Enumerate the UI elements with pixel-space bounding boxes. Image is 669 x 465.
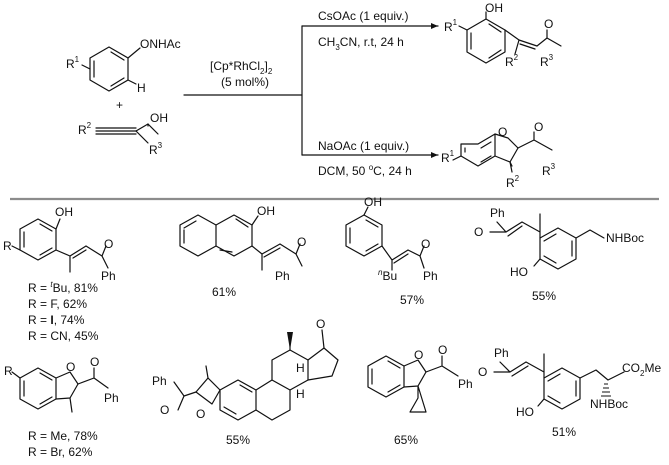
ex3-yield: 57% xyxy=(400,293,424,307)
svg-text:H: H xyxy=(276,0,285,3)
svg-text:DCM, 50 oC, 24 h: DCM, 50 oC, 24 h xyxy=(318,163,412,178)
example-1: OH R O Ph R = tBu, 81% R = F, 62% R = I,… xyxy=(3,205,116,343)
svg-text:Ph: Ph xyxy=(490,206,505,220)
svg-text:Ph: Ph xyxy=(275,269,290,283)
reactant-aryloxyacetamide: ONHAc H R1 xyxy=(66,37,181,95)
svg-text:O: O xyxy=(104,237,113,251)
svg-text:O: O xyxy=(160,403,169,417)
example-8: Ph O CO2Me NHBoc HO 51% xyxy=(478,346,661,439)
label-o: O xyxy=(544,17,553,31)
ex4-yield: 55% xyxy=(532,289,556,303)
svg-text:O: O xyxy=(316,317,325,331)
svg-text:H: H xyxy=(296,361,305,375)
svg-text:R: R xyxy=(3,239,12,253)
product-enone-phenol: OH R1 O R2 R3 xyxy=(444,1,562,69)
example-3: OH O nBu Ph 57% xyxy=(345,195,438,307)
svg-text:Ph: Ph xyxy=(152,374,167,388)
svg-text:O: O xyxy=(414,348,423,362)
svg-text:Ph: Ph xyxy=(494,346,509,360)
svg-text:O: O xyxy=(478,365,487,379)
label-oh: OH xyxy=(485,1,503,15)
svg-text:CO2Me: CO2Me xyxy=(622,361,661,378)
svg-text:OH: OH xyxy=(55,205,73,219)
ex7-yield: 65% xyxy=(394,433,418,447)
ex1-yield-1: R = tBu, 81% xyxy=(28,280,98,295)
svg-text:Ph: Ph xyxy=(458,377,473,391)
label-r1: R1 xyxy=(441,149,455,165)
label-r3: R3 xyxy=(542,162,556,178)
svg-text:CsOAc (1 equiv.): CsOAc (1 equiv.) xyxy=(318,9,408,23)
svg-text:NHBoc: NHBoc xyxy=(590,397,628,411)
svg-text:OH: OH xyxy=(364,195,382,209)
example-5: R O O Ph R = Me, 78% R = Br, 62% xyxy=(4,355,119,459)
conditions-top: CsOAc (1 equiv.) CH3CN, r.t, 24 h xyxy=(318,9,408,52)
example-6: Ph O O O H H H 55% xyxy=(152,0,339,447)
label-r1: R1 xyxy=(444,18,458,34)
product-benzofuran: O O R2 R3 R1 xyxy=(441,120,556,190)
svg-text:(5 mol%): (5 mol%) xyxy=(221,75,269,89)
svg-text:[Cp*RhCl2]2: [Cp*RhCl2]2 xyxy=(210,59,273,76)
ex2-yield: 61% xyxy=(212,285,236,299)
label-r1: R1 xyxy=(66,55,80,71)
label-oh: OH xyxy=(150,111,168,125)
svg-text:O: O xyxy=(196,407,205,421)
label-r3: R3 xyxy=(149,141,163,157)
svg-text:HO: HO xyxy=(510,265,528,279)
label-r3: R3 xyxy=(540,53,554,69)
reactant-propargyl-alcohol: R2 OH R3 xyxy=(78,111,168,157)
example-2: OH O Ph 61% xyxy=(179,204,306,299)
group-onhac: ONHAc xyxy=(140,37,181,51)
example-7: O O Ph 65% xyxy=(367,343,473,447)
label-h: H xyxy=(137,81,146,95)
svg-text:nBu: nBu xyxy=(378,268,397,283)
plus-sign: + xyxy=(116,98,123,112)
svg-text:Ph: Ph xyxy=(104,391,119,405)
svg-text:CH3CN, r.t, 24 h: CH3CN, r.t, 24 h xyxy=(318,35,404,52)
label-o: O xyxy=(534,120,543,134)
ex6-yield: 55% xyxy=(226,433,250,447)
svg-text:Ph: Ph xyxy=(423,269,438,283)
ex1-yield-4: R = CN, 45% xyxy=(28,329,99,343)
svg-text:HO: HO xyxy=(516,405,534,419)
ex8-yield: 51% xyxy=(552,425,576,439)
svg-text:R: R xyxy=(4,364,13,378)
label-r2: R2 xyxy=(506,174,520,190)
svg-text:O: O xyxy=(66,360,75,374)
conditions-bottom: NaOAc (1 equiv.) DCM, 50 oC, 24 h xyxy=(318,139,412,178)
ex1-yield-3: R = I, 74% xyxy=(28,313,85,327)
label-r2: R2 xyxy=(78,121,92,137)
svg-text:H: H xyxy=(296,387,305,401)
catalyst-label: [Cp*RhCl2]2 (5 mol%) xyxy=(210,59,273,89)
ex5-yield-2: R = Br, 62% xyxy=(28,445,93,459)
svg-text:O: O xyxy=(474,225,483,239)
svg-text:O: O xyxy=(90,355,99,369)
svg-text:O: O xyxy=(421,237,430,251)
ex1-yield-2: R = F, 62% xyxy=(28,297,87,311)
svg-text:NaOAc (1 equiv.): NaOAc (1 equiv.) xyxy=(318,139,409,153)
svg-text:NHBoc: NHBoc xyxy=(606,231,644,245)
label-o-ring: O xyxy=(498,125,507,139)
ex5-yield-1: R = Me, 78% xyxy=(28,429,98,443)
svg-text:O: O xyxy=(438,343,447,357)
example-4: Ph O NHBoc HO 55% xyxy=(474,206,644,303)
svg-text:Ph: Ph xyxy=(101,269,116,283)
label-r2: R2 xyxy=(505,53,519,69)
svg-text:O: O xyxy=(297,235,306,249)
svg-text:OH: OH xyxy=(257,204,275,218)
